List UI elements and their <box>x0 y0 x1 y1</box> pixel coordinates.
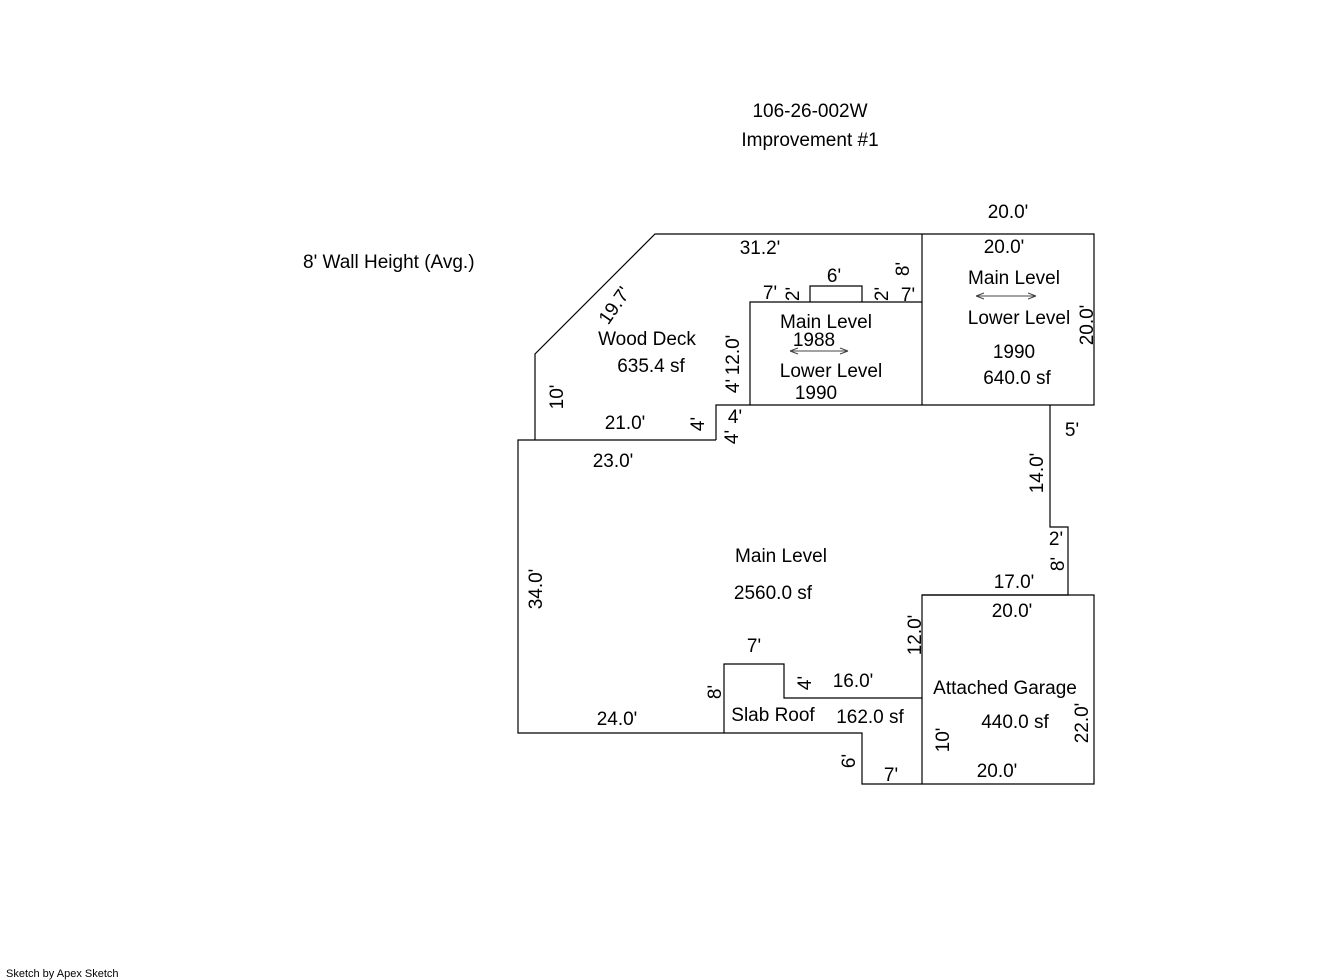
dim-label: 19.7' <box>595 283 635 328</box>
dimension-labels: 20.0' 20.0' 31.2' 6' 7' 7' 4' 21.0' 23.0… <box>526 202 1098 786</box>
dim-label: 20.0' <box>984 237 1025 258</box>
garage-label: Attached Garage <box>933 678 1077 699</box>
dim-label: 5' <box>1065 420 1079 441</box>
addition-1988-lower-label: Lower Level <box>780 361 882 382</box>
arrow-1988 <box>789 347 849 355</box>
floor-plan-outline <box>517 233 1095 785</box>
dim-label: 20.0' <box>988 202 1029 223</box>
addition-1988-upper-label: Main Level <box>780 312 872 333</box>
dim-label: 7' <box>763 283 777 304</box>
dim-label: 12.0' <box>905 615 926 656</box>
arrow-1990 <box>975 292 1037 300</box>
dim-label: 22.0' <box>1072 703 1093 744</box>
dim-label: 20.0' <box>992 601 1033 622</box>
dim-label: 21.0' <box>605 413 646 434</box>
dim-label: 17.0' <box>994 572 1035 593</box>
dim-label: 24.0' <box>597 709 638 730</box>
dim-label: 34.0' <box>526 569 547 610</box>
main-level-outline <box>517 405 1069 734</box>
dim-label: 23.0' <box>593 451 634 472</box>
dim-label: 6' <box>839 754 860 768</box>
addition-1990-area: 640.0 sf <box>983 368 1051 389</box>
footer-credit: Sketch by Apex Sketch <box>6 968 119 980</box>
dim-label: 4' <box>723 379 744 393</box>
dim-label: 7' <box>884 765 898 786</box>
slab-roof-label: Slab Roof <box>731 705 815 726</box>
garage-area: 440.0 sf <box>981 712 1049 733</box>
dim-label: 2' <box>1049 529 1063 550</box>
dim-label: 4' <box>795 676 816 690</box>
dim-label: 12.0' <box>723 335 744 376</box>
dim-label: 8' <box>705 685 726 699</box>
dim-label: 4' <box>728 407 742 428</box>
parcel-id: 106-26-002W <box>752 101 867 122</box>
arrows <box>789 292 1037 355</box>
dim-label: 4' <box>688 417 709 431</box>
slab-roof-area: 162.0 sf <box>836 707 904 728</box>
slab-roof-outline <box>724 732 922 785</box>
wood-deck-area: 635.4 sf <box>617 356 685 377</box>
main-level-label: Main Level <box>735 546 827 567</box>
main-level-area: 2560.0 sf <box>734 583 813 604</box>
dim-label: 20.0' <box>977 761 1018 782</box>
addition-1988-lower-year: 1990 <box>795 383 837 404</box>
dim-label: 4' <box>722 430 743 444</box>
improvement-label: Improvement #1 <box>741 130 878 151</box>
garage-outline <box>921 594 1095 785</box>
dim-label: 10' <box>547 385 568 410</box>
dim-label: 8' <box>1048 557 1069 571</box>
addition-1990-outline <box>750 233 1095 406</box>
dim-label: 2' <box>872 287 893 301</box>
dim-label: 7' <box>901 285 915 306</box>
addition-1990-year: 1990 <box>993 342 1035 363</box>
dim-label: 8' <box>893 262 914 276</box>
dim-label: 14.0' <box>1027 453 1048 494</box>
addition-1990-upper-label: Main Level <box>968 268 1060 289</box>
dim-label: 20.0' <box>1077 305 1098 346</box>
dim-label: 10' <box>933 728 954 753</box>
dim-label: 31.2' <box>740 238 781 259</box>
dim-label: 2' <box>783 287 804 301</box>
addition-1990-lower-label: Lower Level <box>968 308 1070 329</box>
dim-label: 7' <box>747 636 761 657</box>
addition-1988-year: 1988 <box>793 330 835 351</box>
wall-height-note: 8' Wall Height (Avg.) <box>303 252 475 273</box>
dim-label: 6' <box>827 266 841 287</box>
dim-label: 16.0' <box>833 671 874 692</box>
addition-bump-outline <box>809 285 863 302</box>
wood-deck-label: Wood Deck <box>598 329 696 350</box>
